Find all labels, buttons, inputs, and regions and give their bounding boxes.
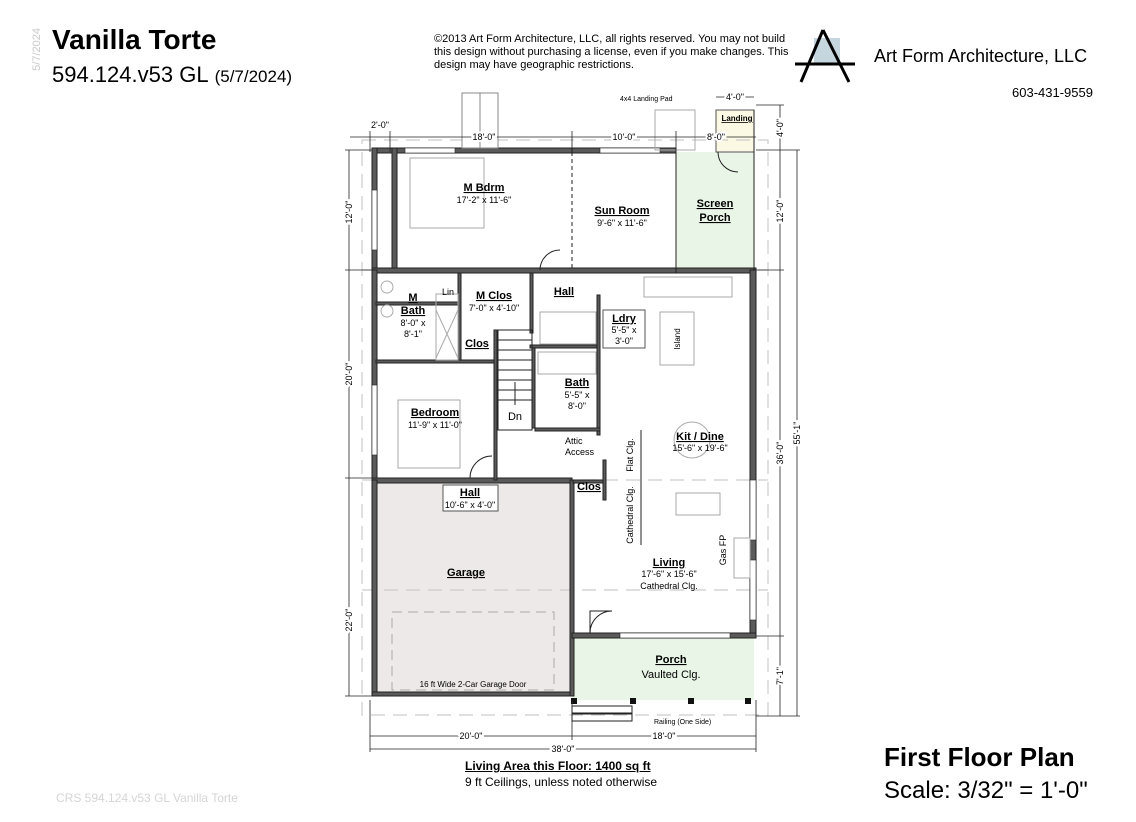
svg-text:Porch: Porch (699, 212, 730, 224)
company-name: Art Form Architecture, LLC (874, 46, 1088, 66)
svg-text:7'-1": 7'-1" (775, 667, 785, 685)
landing-floor (715, 109, 755, 153)
svg-text:17'-6" x 15'-6": 17'-6" x 15'-6" (641, 569, 696, 579)
svg-text:8'-0" x: 8'-0" x (401, 318, 426, 328)
svg-text:Ldry: Ldry (612, 313, 637, 325)
room-clos-2: Clos (577, 481, 601, 493)
svg-text:10'-6" x 4'-0": 10'-6" x 4'-0" (445, 500, 495, 510)
company-phone: 603-431-9559 (1012, 85, 1093, 100)
watermark: CRS 594.124.v53 GL Vanilla Torte (56, 791, 238, 805)
room-lin: Lin (442, 287, 454, 297)
room-hall-lower: Hall 10'-6" x 4'-0" (442, 484, 499, 512)
floor-plan-title: First Floor Plan (884, 742, 1075, 772)
svg-text:11'-9" x 11'-0": 11'-9" x 11'-0" (408, 420, 462, 430)
room-m-clos: M Clos 7'-0" x 4'-10" (469, 290, 519, 313)
svg-text:Kit / Dine: Kit / Dine (676, 431, 724, 443)
svg-text:17'-2" x 11'-6": 17'-2" x 11'-6" (457, 195, 512, 205)
dimensions-right: 4'-0" 12'-0" 36'-0" 7'-1" 55'-1" (756, 104, 804, 717)
svg-text:5'-5" x: 5'-5" x (612, 325, 637, 335)
svg-text:20'-0": 20'-0" (460, 731, 483, 741)
plan-title: Vanilla Torte (52, 24, 217, 55)
svg-text:Screen: Screen (697, 198, 734, 210)
svg-text:20'-0": 20'-0" (344, 363, 354, 386)
stairs (497, 329, 533, 431)
cathedral-clg-label: Cathedral Clg. (625, 486, 635, 544)
room-kit-dine: Kit / Dine 15'-6" x 19'-6" (672, 431, 727, 453)
room-landing: Landing (721, 114, 752, 123)
plan-number-text: 594.124.v53 GL (52, 62, 209, 87)
garage-floor (376, 480, 572, 694)
svg-text:Bath: Bath (401, 305, 426, 317)
svg-text:12'-0": 12'-0" (344, 201, 354, 224)
svg-text:Living: Living (653, 557, 685, 569)
svg-text:Porch: Porch (655, 654, 686, 666)
svg-text:8'-1": 8'-1" (404, 329, 422, 339)
ceilings-note: 9 ft Ceilings, unless noted otherwise (465, 775, 658, 789)
svg-text:Hall: Hall (460, 487, 480, 499)
room-bedroom: Bedroom 11'-9" x 11'-0" (408, 407, 462, 430)
garage-door-label: 16 ft Wide 2-Car Garage Door (420, 680, 527, 689)
svg-text:M Bdrm: M Bdrm (464, 182, 505, 194)
stairs-dn-label: Dn (508, 411, 522, 423)
svg-text:Sun Room: Sun Room (595, 205, 650, 217)
front-porch-floor (572, 636, 754, 700)
svg-text:12'-0": 12'-0" (775, 200, 785, 223)
svg-text:Vaulted Clg.: Vaulted Clg. (641, 669, 700, 681)
svg-text:3'-0": 3'-0" (615, 336, 633, 346)
dimensions-bottom: 20'-0" 18'-0" 38'-0" (369, 700, 757, 756)
svg-text:Bedroom: Bedroom (411, 407, 460, 419)
svg-text:M Clos: M Clos (476, 290, 512, 302)
plan-date: (5/7/2024) (214, 67, 293, 86)
svg-text:8'-0": 8'-0" (707, 132, 725, 142)
room-m-bdrm: M Bdrm 17'-2" x 11'-6" (457, 182, 512, 205)
room-sun-room: Sun Room 9'-6" x 11'-6" (595, 205, 650, 228)
room-m-bath: M Bath 8'-0" x 8'-1" (401, 292, 426, 339)
floor-plan-scale: Scale: 3/32" = 1'-0" (884, 777, 1088, 804)
room-garage: Garage (447, 567, 485, 579)
room-ldry: Ldry 5'-5" x 3'-0" (602, 309, 646, 349)
dimensions-left: 12'-0" 20'-0" 22'-0" (342, 149, 372, 697)
svg-text:Cathedral Clg.: Cathedral Clg. (640, 581, 698, 591)
room-hall-upper: Hall (554, 286, 574, 298)
plan-number: 594.124.v53 GL (5/7/2024) (52, 62, 292, 88)
svg-text:7'-0" x 4'-10": 7'-0" x 4'-10" (469, 303, 519, 313)
svg-text:38'-0": 38'-0" (552, 744, 575, 754)
svg-text:M: M (408, 292, 417, 304)
svg-text:4'-0": 4'-0" (726, 92, 744, 102)
gas-fp-label: Gas FP (718, 535, 728, 566)
copyright-notice: ©2013 Art Form Architecture, LLC, all ri… (434, 33, 789, 71)
screen-porch-floor (676, 152, 754, 270)
svg-text:Bath: Bath (565, 377, 590, 389)
room-living: Living 17'-6" x 15'-6" Cathedral Clg. (640, 557, 698, 591)
svg-text:22'-0": 22'-0" (344, 609, 354, 632)
svg-text:5'-5" x: 5'-5" x (565, 390, 590, 400)
flat-clg-label: Flat Clg. (625, 438, 635, 472)
company-logo-icon (795, 29, 855, 83)
svg-text:9'-6" x 11'-6": 9'-6" x 11'-6" (597, 218, 647, 228)
room-clos-1: Clos (465, 338, 489, 350)
svg-text:4'-0": 4'-0" (775, 119, 785, 137)
attic-label-1: Attic (565, 436, 583, 446)
svg-text:15'-6" x 19'-6": 15'-6" x 19'-6" (672, 443, 727, 453)
attic-label-2: Access (565, 447, 595, 457)
svg-text:36'-0": 36'-0" (775, 442, 785, 465)
svg-text:8'-0": 8'-0" (568, 401, 586, 411)
room-porch: Porch Vaulted Clg. (641, 654, 700, 681)
railing-label: Railing (One Side) (654, 719, 711, 726)
island-label: Island (673, 328, 682, 349)
room-screen-porch: Screen Porch (697, 198, 734, 224)
svg-text:18'-0": 18'-0" (653, 731, 676, 741)
svg-text:18'-0": 18'-0" (473, 132, 496, 142)
svg-text:10'-0": 10'-0" (613, 132, 636, 142)
dimensions-top: 2'-0" 18'-0" 10'-0" 8'-0" 4'-0" (350, 90, 756, 152)
landing-pad-label: 4x4 Landing Pad (620, 96, 673, 103)
svg-text:2'-0": 2'-0" (371, 120, 389, 130)
room-bath: Bath 5'-5" x 8'-0" (565, 377, 590, 411)
living-area-label: Living Area this Floor: 1400 sq ft (465, 759, 651, 773)
svg-text:55'-1": 55'-1" (792, 422, 802, 445)
